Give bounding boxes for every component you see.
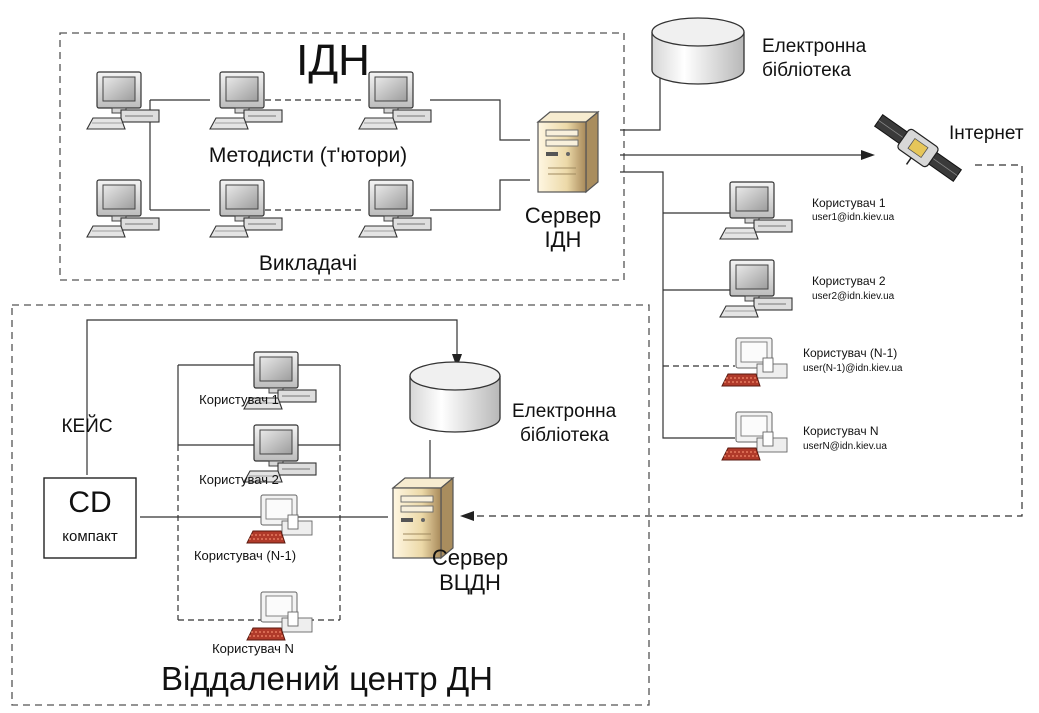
center-user-2-name: Користувач 2 — [199, 472, 279, 487]
methodists-label: Методисти (т'ютори) — [208, 144, 408, 167]
center-library-label-line2: бібліотека — [520, 425, 609, 446]
teacher-workstation — [86, 179, 160, 238]
methodist-workstation — [86, 71, 160, 130]
server-idn-icon — [537, 111, 599, 193]
server-idn-label-line2: ІДН — [544, 227, 582, 252]
remote-user-1-name: Користувач 1 — [812, 196, 886, 210]
remote-user-n-name: Користувач N — [803, 424, 879, 438]
center-user-n-name: Користувач N — [212, 641, 294, 656]
remote-center-group-border — [11, 304, 650, 706]
center-library-label-line1: Електронна — [512, 401, 617, 422]
remote-user-n-1-email: user(N-1)@idn.kiev.ua — [803, 363, 903, 374]
idn-connections — [149, 99, 530, 211]
teacher-workstation — [209, 179, 283, 238]
center-user-n-workstation — [246, 591, 313, 641]
idn-server-links — [620, 74, 875, 439]
idn-library-label-line1: Електронна — [762, 36, 867, 57]
server-idn-label-line1: Сервер — [524, 203, 602, 228]
remote-user-2-workstation — [719, 259, 793, 318]
center-library-database-icon — [409, 361, 501, 433]
remote-user-1-workstation — [719, 181, 793, 240]
teacher-workstation — [358, 179, 432, 238]
idn-library-label-line2: бібліотека — [762, 60, 851, 81]
satellite-icon — [873, 114, 963, 182]
case-label: КЕЙС — [61, 416, 113, 437]
internet-return-link — [460, 164, 1023, 521]
remote-user-1-email: user1@idn.kiev.ua — [812, 212, 895, 223]
remote-user-n-1-name: Користувач (N-1) — [803, 346, 898, 360]
idn-library-database-icon — [651, 17, 745, 85]
remote-user-2-email: user2@idn.kiev.ua — [812, 291, 895, 302]
server-vcdn-label-line2: ВЦДН — [439, 570, 501, 595]
remote-center-title: Віддалений центр ДН — [161, 660, 493, 697]
center-user-n-1-name: Користувач (N-1) — [193, 548, 297, 563]
remote-user-n-1-workstation — [721, 337, 788, 387]
teachers-label: Викладачі — [258, 252, 358, 275]
server-vcdn-label-line1: Сервер — [431, 545, 509, 570]
remote-user-2-name: Користувач 2 — [812, 274, 886, 288]
idn-title: ІДН — [296, 36, 370, 85]
center-user-n-1-workstation — [246, 494, 313, 544]
remote-user-n-email: userN@idn.kiev.ua — [803, 441, 887, 452]
idn-group-border — [59, 32, 625, 281]
cd-label-line1: CD — [68, 486, 112, 519]
internet-label: Інтернет — [949, 123, 1024, 144]
cd-label-line2: компакт — [62, 528, 118, 545]
cd-box — [43, 477, 137, 559]
center-user-1-name: Користувач 1 — [199, 392, 279, 407]
methodist-workstation — [209, 71, 283, 130]
remote-user-n-workstation — [721, 411, 788, 461]
